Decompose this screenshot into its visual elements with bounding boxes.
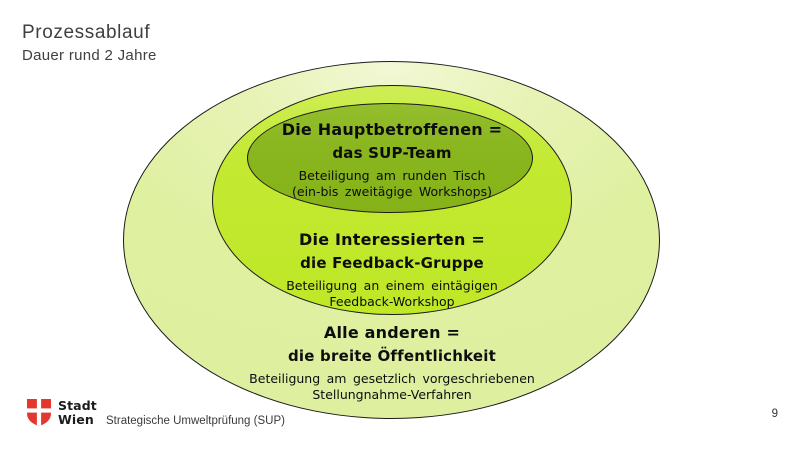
stadt-wien-logo: Stadt Wien [27, 399, 97, 426]
logo-line-wien: Wien [58, 411, 94, 427]
slide-header: Prozessablauf Dauer rund 2 Jahre [22, 22, 157, 64]
inner-ring-heading-2: das SUP-Team [332, 144, 452, 162]
outer-ring-body-2: Stellungnahme-Verfahren [312, 387, 472, 402]
inner-ellipse [247, 103, 533, 213]
logo-line-stadt: Stadt [58, 398, 97, 414]
stadt-wien-wordmark: Stadt Wien [58, 399, 97, 425]
inner-ring-body-2: (ein-bis zweitägige Workshops) [292, 184, 492, 199]
middle-ring-body-2: Feedback-Workshop [329, 294, 455, 309]
page-number: 9 [771, 408, 778, 420]
inner-ring-heading-1: Die Hauptbetroffenen = [281, 120, 503, 139]
outer-ring-text: Alle anderen = die breite Öffentlichkeit… [142, 323, 642, 402]
outer-ring-heading-1: Alle anderen = [323, 323, 461, 342]
footer-caption: Strategische Umweltprüfung (SUP) [106, 415, 285, 427]
middle-ring-heading-2: die Feedback-Gruppe [300, 254, 484, 272]
page-title: Prozessablauf [22, 22, 151, 43]
middle-ring-text: Die Interessierten = die Feedback-Gruppe… [142, 230, 642, 309]
outer-ring-body-1: Beteiligung am gesetzlich vorgeschrieben… [249, 371, 535, 386]
inner-ring-text: Die Hauptbetroffenen = das SUP-Team Bete… [142, 120, 642, 199]
page-subtitle: Dauer rund 2 Jahre [22, 47, 157, 64]
stadt-wien-shield-icon [27, 399, 51, 426]
middle-ring-heading-1: Die Interessierten = [299, 230, 485, 249]
outer-ring-heading-2: die breite Öffentlichkeit [287, 347, 497, 365]
middle-ring-body-1: Beteiligung an einem eintägigen [286, 278, 498, 293]
inner-ring-body-1: Beteiligung am runden Tisch [298, 168, 486, 183]
